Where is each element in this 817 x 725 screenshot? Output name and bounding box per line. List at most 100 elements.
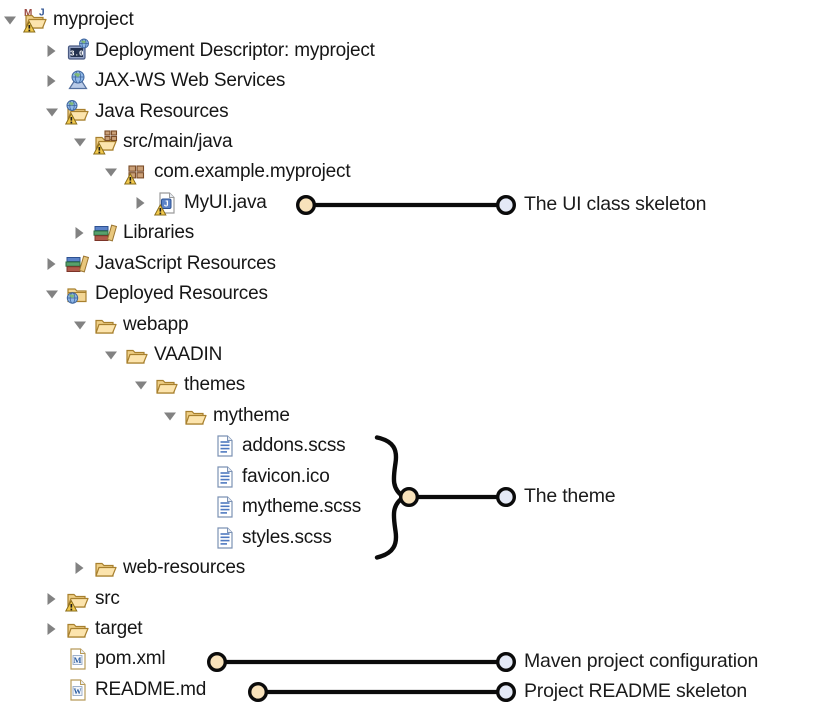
callout-label-theme: The theme	[524, 485, 616, 508]
tree-item-mytheme[interactable]: mytheme	[0, 401, 375, 431]
readme-file-icon: W	[65, 677, 91, 703]
expander-expanded[interactable]	[45, 101, 65, 123]
expander-expanded[interactable]	[104, 161, 124, 183]
svg-text:J: J	[39, 8, 45, 19]
tree-item-label: web-resources	[123, 557, 246, 579]
tree-item-label: mytheme.scss	[242, 496, 362, 518]
disclosure-collapsed-icon	[47, 257, 56, 270]
globe-icon	[66, 292, 79, 304]
disclosure-expanded-icon	[46, 108, 58, 117]
folder-open-icon	[183, 403, 209, 429]
tree-item-addons-scss[interactable]: addons.scss	[0, 431, 375, 461]
tree-item-javascript-resources[interactable]: JavaScript Resources	[0, 249, 375, 279]
pom-file-icon: M	[65, 646, 91, 672]
disclosure-expanded-icon	[46, 290, 58, 299]
expander-collapsed[interactable]	[134, 192, 154, 214]
expander-expanded[interactable]	[104, 344, 124, 366]
java-file-icon: J	[154, 190, 180, 216]
warning-overlay-icon	[124, 173, 137, 185]
tree-item-themes[interactable]: themes	[0, 370, 375, 400]
warning-overlay-icon	[93, 142, 106, 155]
tree-item-jax-ws-web-services[interactable]: JAX-WS Web Services	[0, 66, 375, 96]
callout-label-readme: Project README skeleton	[524, 680, 747, 703]
arrow-spacer	[192, 466, 212, 488]
expander-collapsed[interactable]	[45, 253, 65, 275]
tree-item-label: myproject	[53, 9, 134, 31]
expander-expanded[interactable]	[45, 283, 65, 305]
callout-label-ui-class: The UI class skeleton	[524, 193, 707, 216]
text-file-icon	[212, 494, 238, 520]
tree-item-label: mytheme	[213, 404, 290, 426]
text-file-icon	[212, 525, 238, 551]
tree-item-label: JavaScript Resources	[95, 252, 276, 274]
tree-item-src-main-java[interactable]: src/main/java	[0, 127, 375, 157]
tree-item-label: target	[95, 617, 143, 639]
tree-item-label: README.md	[95, 678, 207, 700]
disclosure-collapsed-icon	[75, 227, 84, 240]
tree-item-label: webapp	[123, 313, 189, 335]
callout-target-dot	[496, 194, 517, 215]
tree-item-libraries[interactable]: Libraries	[0, 218, 375, 248]
brace	[374, 435, 409, 560]
expander-collapsed[interactable]	[45, 618, 65, 640]
tree-item-target[interactable]: target	[0, 614, 375, 644]
warning-overlay-icon	[65, 112, 78, 125]
disclosure-expanded-icon	[105, 351, 117, 360]
expander-collapsed[interactable]	[45, 70, 65, 92]
callout-target-dot	[496, 652, 517, 673]
expander-collapsed[interactable]	[73, 557, 93, 579]
warning-overlay-icon	[65, 599, 78, 612]
folder-open-icon	[65, 616, 91, 642]
svg-text:M: M	[24, 8, 32, 19]
disclosure-collapsed-icon	[47, 75, 56, 88]
tree-item-src[interactable]: src	[0, 583, 375, 613]
callout-theme	[374, 435, 517, 560]
folder-open-icon	[93, 555, 119, 581]
tree-item-label: themes	[184, 374, 246, 396]
disclosure-expanded-icon	[74, 138, 86, 147]
disclosure-expanded-icon	[105, 168, 117, 177]
arrow-spacer	[45, 648, 65, 670]
globe-icon	[79, 38, 89, 49]
callout-label-maven: Maven project configuration	[524, 650, 759, 673]
tree-item-label: JAX-WS Web Services	[95, 70, 286, 92]
tree-item-favicon-ico[interactable]: favicon.ico	[0, 462, 375, 492]
expander-expanded[interactable]	[73, 314, 93, 336]
expander-expanded[interactable]	[3, 9, 23, 31]
disclosure-collapsed-icon	[75, 562, 84, 575]
disclosure-collapsed-icon	[47, 44, 56, 57]
tree-item-web-resources[interactable]: web-resources	[0, 553, 375, 583]
tree-item-label: Deployed Resources	[95, 283, 268, 305]
folder-open-icon	[93, 312, 119, 338]
tree-item-com-example-myproject[interactable]: com.example.myproject	[0, 157, 375, 187]
expander-collapsed[interactable]	[73, 222, 93, 244]
tree-item-mytheme-scss[interactable]: mytheme.scss	[0, 492, 375, 522]
tree-item-label: Deployment Descriptor: myproject	[95, 39, 375, 61]
tree-item-label: MyUI.java	[184, 191, 267, 213]
deployment-descriptor-icon: 3.0	[65, 38, 91, 64]
tree-item-webapp[interactable]: webapp	[0, 309, 375, 339]
tree-item-deployed-resources[interactable]: Deployed Resources	[0, 279, 375, 309]
expander-expanded[interactable]	[163, 405, 183, 427]
tree-item-label: pom.xml	[95, 648, 166, 670]
expander-collapsed[interactable]	[45, 588, 65, 610]
arrow-spacer	[192, 527, 212, 549]
tree-item-styles-scss[interactable]: styles.scss	[0, 522, 375, 552]
expander-expanded[interactable]	[73, 131, 93, 153]
expander-expanded[interactable]	[134, 374, 154, 396]
disclosure-expanded-icon	[164, 412, 176, 421]
expander-collapsed[interactable]	[45, 40, 65, 62]
arrow-spacer	[192, 496, 212, 518]
tree-item-label: addons.scss	[242, 435, 346, 457]
libraries-icon	[65, 251, 91, 277]
warning-overlay-icon	[23, 20, 36, 33]
tree-item-java-resources[interactable]: Java Resources	[0, 96, 375, 126]
tree-item-vaadin[interactable]: VAADIN	[0, 340, 375, 370]
source-folder-icon	[93, 129, 119, 155]
globe-icon	[71, 70, 85, 84]
